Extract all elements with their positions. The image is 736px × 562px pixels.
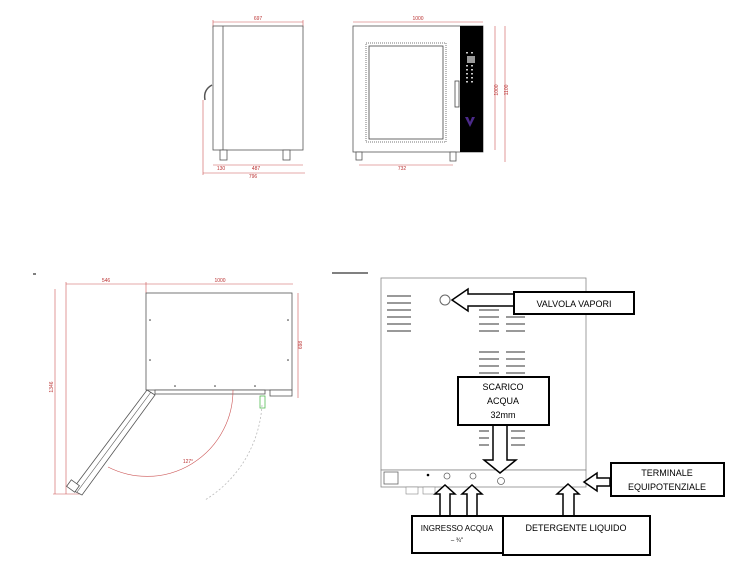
steam-valve	[439, 294, 451, 306]
vents	[387, 295, 525, 446]
side-view: 697 130 487 796	[202, 16, 305, 180]
dim-front-height-body: 1000	[494, 84, 500, 95]
dim-front-height-total: 1100	[504, 84, 510, 95]
arrow-up-icon	[555, 482, 581, 517]
label-ingresso-line1: INGRESSO ACQUA	[421, 524, 494, 533]
label-valvola-vapori: VALVOLA VAPORI	[536, 299, 611, 309]
control-panel	[460, 26, 483, 152]
control-buttons	[466, 52, 473, 83]
front-view: 1000 732 1000 1100	[352, 16, 510, 172]
foot	[282, 149, 291, 161]
dim-front-foot-spacing: 732	[398, 166, 407, 172]
dim-plan-total: 1346	[49, 381, 55, 392]
label-detergente: DETERGENTE LIQUIDO	[525, 523, 626, 533]
door-handle	[203, 84, 213, 101]
control-display	[467, 56, 475, 63]
dim-side-foot-spacing: 487	[252, 166, 261, 172]
dim-plan-width: 1000	[214, 278, 225, 284]
arrow-left-icon	[450, 287, 515, 313]
water-inlet	[469, 472, 477, 480]
arrow-down-icon	[481, 424, 519, 474]
label-scarico-line2: ACQUA	[487, 396, 519, 406]
hinge-marker	[259, 395, 266, 409]
dim-plan-depth: 698	[298, 341, 304, 350]
oven-window	[368, 45, 444, 140]
door-angle: 127°	[183, 459, 193, 465]
drain-outlet	[497, 477, 505, 485]
brand-logo-icon	[465, 117, 475, 127]
arrow-left-icon	[582, 471, 611, 493]
dim-side-total: 796	[249, 174, 258, 180]
dim-door-clearance: 546	[102, 278, 111, 284]
foot	[219, 149, 228, 161]
oven-window-frame	[365, 42, 447, 143]
door-handle	[454, 80, 460, 108]
dim-side-foot-offset: 130	[217, 166, 226, 172]
label-terminale-line1: TERMINALE	[641, 468, 693, 478]
door-swing-arc	[107, 389, 234, 477]
dim-front-width: 1000	[412, 16, 423, 22]
water-inlet	[443, 472, 451, 480]
arrow-up-icon	[433, 483, 457, 519]
back-view: VALVOLA VAPORI SCARICO ACQUA 32mm INGRES…	[332, 272, 725, 556]
label-ingresso-line2: – ¾"	[451, 538, 463, 544]
arrow-up-icon	[460, 483, 484, 519]
label-scarico-line1: SCARICO	[482, 382, 523, 392]
label-scarico-line3: 32mm	[490, 410, 515, 420]
plan-view: 546 1000 1346 698 127°	[33, 273, 304, 501]
label-terminale-line2: EQUIPOTENZIALE	[628, 482, 706, 492]
dim-side-depth: 697	[254, 16, 263, 22]
